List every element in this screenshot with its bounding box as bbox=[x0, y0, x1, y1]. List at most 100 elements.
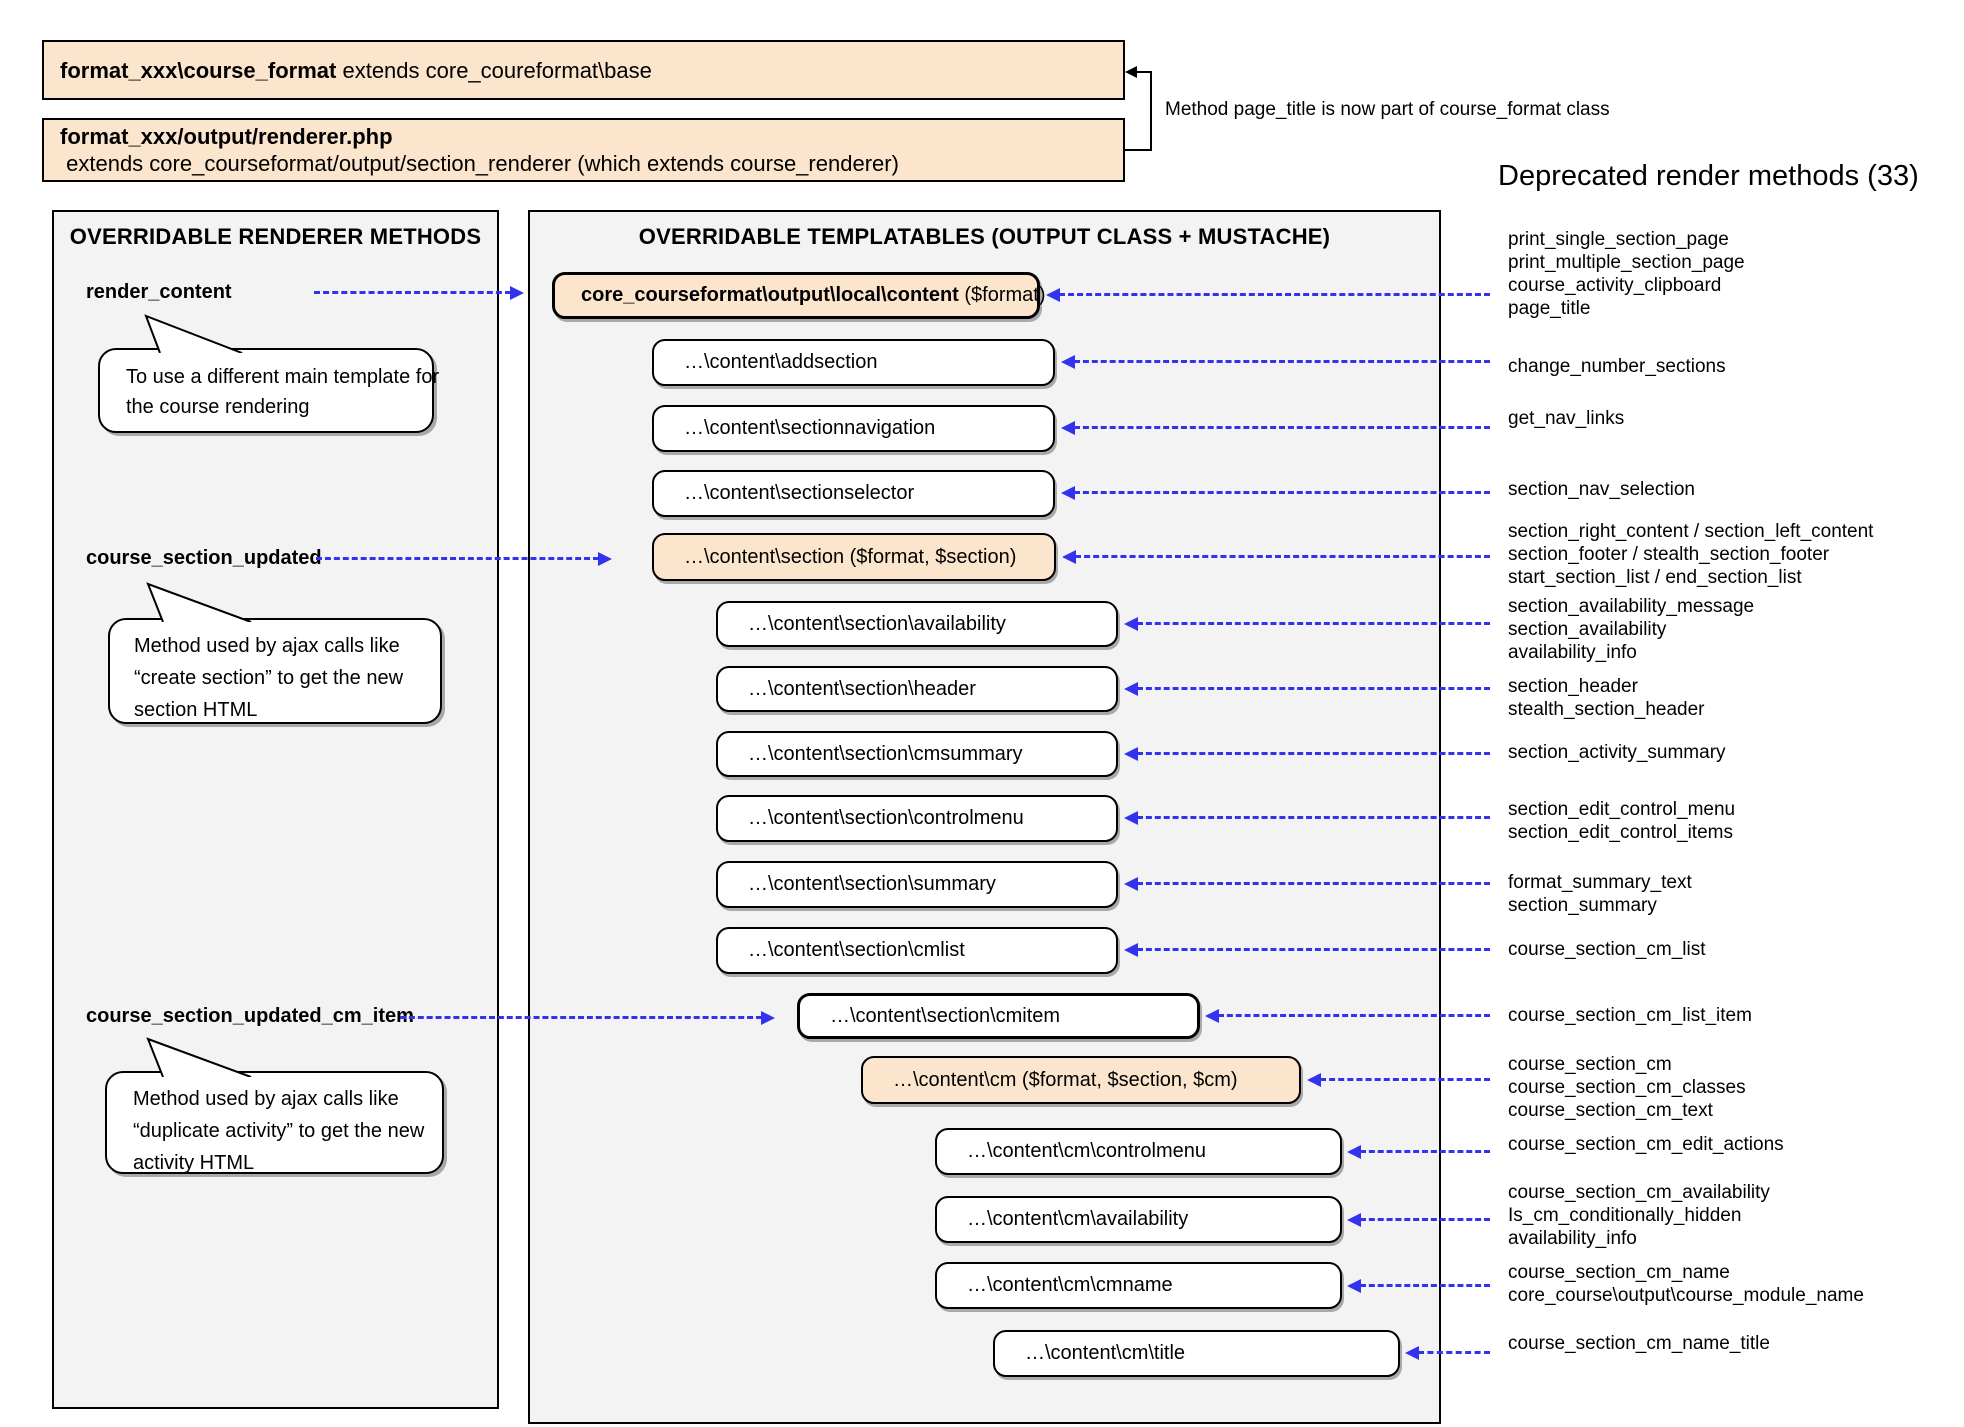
bracket-note: Method page_title is now part of course_… bbox=[1165, 99, 1610, 120]
connector-arrowhead bbox=[1347, 1213, 1361, 1227]
node-cm-controlmenu: …\content\cm\controlmenu bbox=[935, 1128, 1342, 1175]
connector-arrowhead bbox=[1347, 1145, 1361, 1159]
panel-templatables-title: OVERRIDABLE TEMPLATABLES (OUTPUT CLASS +… bbox=[638, 224, 1331, 249]
connector-arrowhead bbox=[510, 286, 524, 300]
node-content: core_courseformat\output\local\content (… bbox=[552, 272, 1046, 319]
text-line: section_summary bbox=[1508, 895, 1657, 916]
connector-dash-line bbox=[1137, 948, 1490, 951]
node-bold-text: format_xxx\course_format bbox=[60, 57, 337, 83]
text-line: To use a different main template for bbox=[126, 366, 440, 388]
node-section-summary: …\content\section\summary bbox=[716, 861, 1118, 908]
connector-dash-line bbox=[316, 557, 599, 560]
node-section: …\content\section ($format, $section) bbox=[652, 533, 1056, 581]
text-line: the course rendering bbox=[126, 396, 310, 418]
panel-renderer-methods-title: OVERRIDABLE RENDERER METHODS bbox=[69, 224, 482, 249]
connector-dash-line bbox=[1137, 882, 1490, 885]
node-sectionnavigation: …\content\sectionnavigation bbox=[652, 405, 1055, 452]
connector-arrowhead bbox=[1405, 1346, 1419, 1360]
text-line: course_section_cm_name_title bbox=[1508, 1333, 1770, 1354]
node-cm-title: …\content\cm\title bbox=[993, 1330, 1400, 1377]
connector-dash-line bbox=[1137, 752, 1490, 755]
connector-arrowhead bbox=[1061, 421, 1075, 435]
connector-dash-line bbox=[1418, 1351, 1490, 1354]
text-line: print_single_section_page bbox=[1508, 229, 1729, 250]
deprecated-method-group: course_section_cm_name_title bbox=[1508, 1332, 1770, 1355]
callout-tail bbox=[144, 314, 243, 353]
text-line: availability_info bbox=[1508, 642, 1637, 663]
node-rest-text: ($format) bbox=[958, 284, 1046, 306]
node-bold-text: core_courseformat\output\local\content bbox=[581, 284, 959, 306]
bracket-arrowhead bbox=[1125, 66, 1137, 78]
text-line: section_activity_summary bbox=[1508, 742, 1726, 763]
connector-arrowhead bbox=[1062, 550, 1076, 564]
connector-dash-line bbox=[400, 1016, 762, 1019]
text-line: print_multiple_section_page bbox=[1508, 252, 1745, 273]
connector-arrowhead bbox=[1124, 877, 1138, 891]
node-section-availability: …\content\section\availability bbox=[716, 601, 1118, 647]
deprecated-method-group: course_section_cm_list bbox=[1508, 938, 1705, 961]
text-line: section_right_content / section_left_con… bbox=[1508, 521, 1874, 542]
connector-dash-line bbox=[1074, 360, 1490, 363]
deprecated-method-group: course_section_cm_edit_actions bbox=[1508, 1133, 1784, 1156]
text-line: change_number_sections bbox=[1508, 356, 1726, 377]
connector-arrowhead bbox=[1124, 747, 1138, 761]
deprecated-method-group: course_section_cm_list_item bbox=[1508, 1004, 1752, 1027]
bracket-line-top bbox=[1135, 71, 1152, 73]
connector-dash-line bbox=[1074, 426, 1490, 429]
method-render-content: render_content bbox=[86, 281, 232, 303]
text-line: “create section” to get the new bbox=[134, 667, 404, 689]
text-line: stealth_section_header bbox=[1508, 699, 1705, 720]
text-line: section_availability_message bbox=[1508, 596, 1755, 617]
node-addsection: …\content\addsection bbox=[652, 339, 1055, 386]
text-line: get_nav_links bbox=[1508, 408, 1625, 429]
text-line: section_edit_control_menu bbox=[1508, 799, 1736, 820]
text-line: start_section_list / end_section_list bbox=[1508, 567, 1802, 588]
deprecated-method-group: get_nav_links bbox=[1508, 407, 1624, 430]
connector-arrowhead bbox=[1046, 288, 1060, 302]
connector-arrowhead bbox=[1061, 486, 1075, 500]
connector-dash-line bbox=[1075, 555, 1490, 558]
node-sectionselector: …\content\sectionselector bbox=[652, 470, 1055, 517]
callout-tail bbox=[146, 582, 252, 622]
node-rest-text: extends core_courseformat/output/section… bbox=[60, 151, 899, 176]
connector-dash-line bbox=[314, 291, 511, 294]
connector-dash-line bbox=[1137, 687, 1490, 690]
node-cm-availability: …\content\cm\availability bbox=[935, 1196, 1342, 1243]
connector-dash-line bbox=[1360, 1284, 1490, 1287]
connector-dash-line bbox=[1218, 1014, 1490, 1017]
callout-tail bbox=[146, 1037, 252, 1077]
text-line: course_section_cm_availability bbox=[1508, 1182, 1770, 1203]
text-line: format_summary_text bbox=[1508, 872, 1692, 893]
connector-dash-line bbox=[1137, 816, 1490, 819]
text-line: section_edit_control_items bbox=[1508, 822, 1733, 843]
text-line: course_section_cm_name bbox=[1508, 1262, 1730, 1283]
callout-render-content: To use a different main template for the … bbox=[98, 348, 440, 433]
deprecated-method-group: section_nav_selection bbox=[1508, 478, 1695, 501]
connector-arrowhead bbox=[1124, 682, 1138, 696]
text-line: Method used by ajax calls like bbox=[134, 635, 400, 657]
text-line: course_activity_clipboard bbox=[1508, 275, 1722, 296]
bracket-line-vertical bbox=[1150, 71, 1152, 151]
connector-arrowhead bbox=[761, 1011, 775, 1025]
node-section-controlmenu: …\content\section\controlmenu bbox=[716, 795, 1118, 842]
callout-course-section-updated-cm-item: Method used by ajax calls like“duplicate… bbox=[105, 1071, 444, 1174]
text-line: course_section_cm_list_item bbox=[1508, 1005, 1752, 1026]
node-cm-cmname: …\content\cm\cmname bbox=[935, 1262, 1342, 1309]
text-line: course_section_cm_list bbox=[1508, 939, 1706, 960]
text-line: page_title bbox=[1508, 298, 1591, 319]
method-course-section-updated-cm-item: course_section_updated_cm_item bbox=[86, 1005, 414, 1027]
connector-arrowhead bbox=[1061, 355, 1075, 369]
connector-arrowhead bbox=[1124, 943, 1138, 957]
text-line: section_availability bbox=[1508, 619, 1667, 640]
connector-arrowhead bbox=[1347, 1279, 1361, 1293]
connector-dash-line bbox=[1074, 491, 1490, 494]
text-line: course_section_cm bbox=[1508, 1054, 1672, 1075]
callout-course-section-updated: Method used by ajax calls like “create se… bbox=[108, 618, 442, 724]
